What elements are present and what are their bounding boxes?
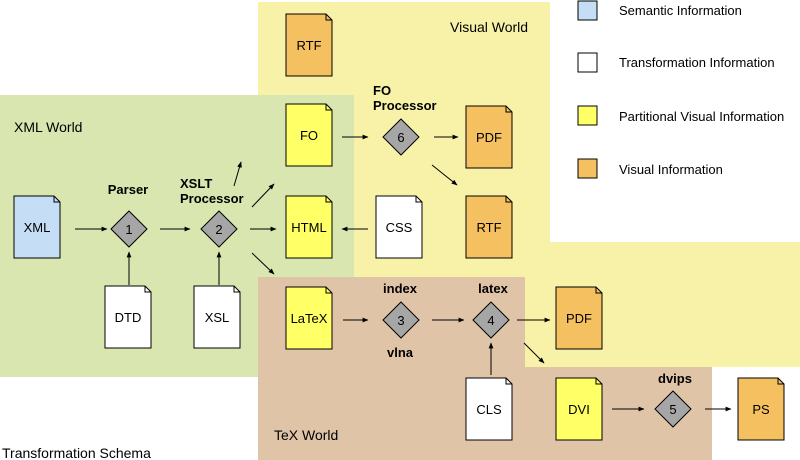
xml-world-label: XML World: [14, 119, 82, 135]
processor-5: 5: [654, 390, 692, 428]
fo-processor-label-line2: Processor: [373, 98, 437, 113]
svg-text:DTD: DTD: [115, 310, 142, 325]
doc-xsl: XSL: [193, 285, 241, 349]
legend: Semantic Information Transformation Info…: [577, 0, 784, 179]
doc-rtf-mid: RTF: [465, 195, 513, 259]
processor-6: 6: [382, 118, 420, 156]
processor-3: 3: [382, 301, 420, 339]
svg-text:PDF: PDF: [476, 130, 502, 145]
visual-world-label: Visual World: [450, 19, 528, 35]
svg-text:LaTeX: LaTeX: [291, 311, 328, 326]
svg-text:Visual Information: Visual Information: [619, 162, 723, 177]
connectors: [75, 134, 732, 412]
xslt-label-line2: Processor: [180, 191, 244, 206]
svg-text:CSS: CSS: [386, 220, 413, 235]
doc-latex: LaTeX: [285, 286, 333, 350]
svg-text:Partitional Visual Information: Partitional Visual Information: [619, 109, 784, 124]
legend-item-semantic: Semantic Information: [577, 0, 742, 21]
processor-2: 2: [200, 210, 238, 248]
legend-item-visual: Visual Information: [577, 158, 723, 179]
doc-css: CSS: [375, 195, 423, 259]
svg-text:4: 4: [487, 313, 494, 328]
svg-text:Semantic Information: Semantic Information: [619, 3, 742, 18]
tex-world-label: TeX World: [274, 427, 338, 443]
dvips-label: dvips: [658, 371, 692, 386]
doc-dtd: DTD: [104, 285, 152, 349]
svg-text:RTF: RTF: [476, 220, 501, 235]
index-label: index: [383, 281, 418, 296]
doc-html: HTML: [285, 195, 333, 259]
vlna-label: vlna: [387, 345, 414, 360]
fo-processor-label-line1: FO: [373, 83, 391, 98]
svg-text:6: 6: [397, 130, 404, 145]
svg-text:CLS: CLS: [476, 402, 502, 417]
parser-label: Parser: [108, 182, 148, 197]
caption: Transformation Schema: [2, 445, 151, 460]
doc-xml: XML: [13, 195, 61, 259]
doc-pdf-fo: PDF: [465, 105, 513, 169]
svg-text:RTF: RTF: [296, 38, 321, 53]
svg-text:Transformation Information: Transformation Information: [619, 55, 775, 70]
svg-text:FO: FO: [300, 128, 318, 143]
doc-pdf-tex: PDF: [555, 286, 603, 350]
svg-text:PDF: PDF: [566, 311, 592, 326]
processor-1: 1: [110, 210, 148, 248]
svg-text:XSL: XSL: [205, 310, 230, 325]
visual-world-region: [258, 2, 800, 367]
doc-cls: CLS: [465, 377, 513, 441]
svg-text:XML: XML: [24, 220, 51, 235]
svg-text:1: 1: [125, 222, 132, 237]
xslt-label-line1: XSLT: [180, 176, 212, 191]
doc-dvi: DVI: [555, 377, 603, 441]
latex-label: latex: [478, 281, 508, 296]
svg-text:PS: PS: [752, 402, 770, 417]
doc-fo: FO: [285, 103, 333, 167]
processor-4: 4: [472, 301, 510, 339]
svg-text:3: 3: [397, 313, 404, 328]
svg-text:HTML: HTML: [291, 220, 326, 235]
svg-text:5: 5: [669, 402, 676, 417]
doc-ps: PS: [737, 377, 785, 441]
svg-text:DVI: DVI: [568, 402, 590, 417]
legend-item-transformation: Transformation Information: [577, 52, 775, 73]
legend-item-partitional: Partitional Visual Information: [577, 105, 784, 126]
svg-text:2: 2: [215, 222, 222, 237]
doc-rtf-top: RTF: [285, 13, 333, 77]
